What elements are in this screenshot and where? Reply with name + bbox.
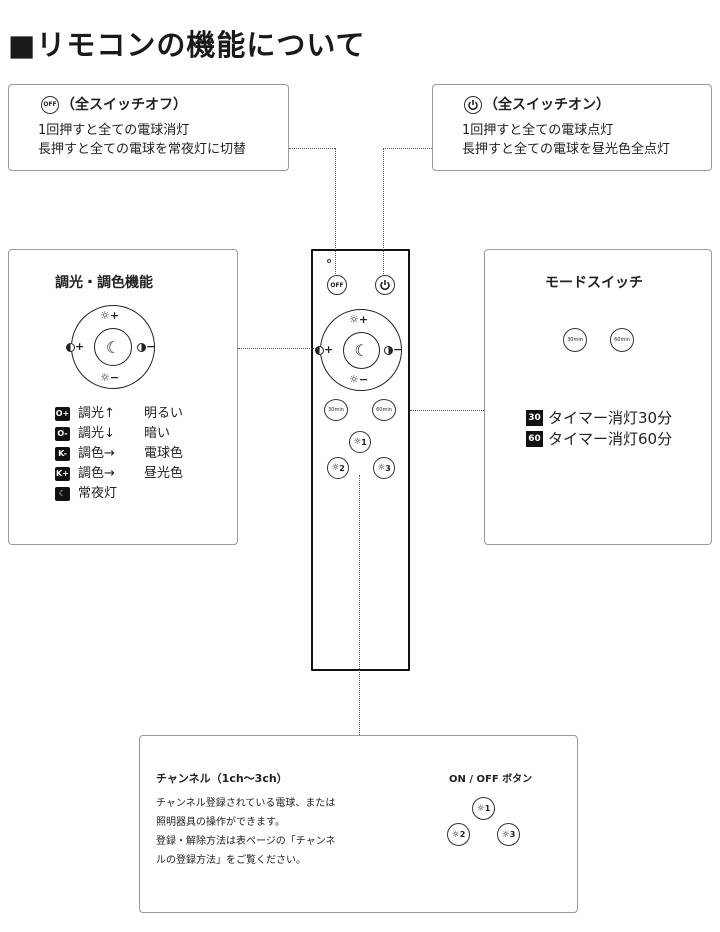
dimming-key-row: O+ 調光↑ 明るい (55, 404, 183, 424)
half-moon-right-icon (137, 342, 146, 352)
key-badge: O- (55, 427, 70, 441)
key-badge: K+ (55, 467, 70, 481)
channel-heading: チャンネル（1ch〜3ch） (156, 772, 288, 785)
key-result: 明るい (144, 406, 184, 421)
mode-30min-icon: 30min (563, 328, 587, 352)
remote-ch1-button[interactable]: ☼1 (349, 431, 371, 453)
connector-off-v (335, 148, 336, 276)
mode-label: タイマー消灯60分 (548, 430, 673, 448)
half-moon-right-icon (384, 345, 393, 355)
remote-dpad-down[interactable]: ☼− (349, 373, 369, 386)
off-icon: OFF (41, 96, 59, 114)
remote-dpad-left[interactable]: + (315, 344, 333, 356)
bulb-icon: ☼ (451, 829, 460, 840)
remote-30min-button[interactable]: 30min (324, 399, 348, 421)
channel-desc-4: ルの登録方法」をご覧ください。 (156, 855, 306, 866)
key-result: 昼光色 (144, 466, 184, 481)
key-badge: O+ (55, 407, 70, 421)
all-on-line1: 1回押すと全ての電球点灯 (462, 123, 614, 138)
indicator-led (327, 259, 331, 263)
bulb-icon: ☼ (476, 803, 485, 814)
dimming-key-list: O+ 調光↑ 明るい O- 調光↓ 暗い K- 調色→ 電球色 K+ 調色→ 昼光色 ☾ 常夜灯 (55, 404, 183, 504)
key-badge: K- (55, 447, 70, 461)
key-label: 調色→ (78, 446, 115, 461)
channel-desc-3: 登録・解除方法は表ページの「チャンネ (156, 836, 336, 847)
remote-control: OFF ☾ ☼+ ☼− + − 30min 60min ☼1 ☼2 ☼3 (311, 249, 410, 671)
all-off-line1: 1回押すと全ての電球消灯 (38, 123, 190, 138)
connector-mode (410, 410, 484, 411)
remote-off-button[interactable]: OFF (327, 275, 347, 295)
channel-ch1-icon: ☼1 (472, 797, 495, 820)
channel-box: チャンネル（1ch〜3ch） チャンネル登録されている電球、または 照明器具の操… (139, 735, 578, 913)
remote-moon-button[interactable]: ☾ (343, 332, 380, 369)
bulb-icon: ☼ (501, 829, 510, 840)
mode-row: 60 タイマー消灯60分 (526, 428, 672, 449)
key-label: 調光↓ (78, 426, 115, 441)
moon-icon: ☾ (94, 328, 132, 366)
all-off-heading: （全スイッチオフ） (61, 97, 187, 113)
key-badge: ☾ (55, 487, 70, 501)
dpad-bottom-label: ☼− (100, 371, 120, 384)
connector-on-v (383, 148, 384, 276)
all-off-box: OFF （全スイッチオフ） 1回押すと全ての電球消灯 長押すと全ての電球を常夜灯… (8, 84, 289, 171)
key-result: 電球色 (144, 446, 184, 461)
key-label: 常夜灯 (78, 486, 118, 501)
channel-desc-2: 照明器具の操作ができます。 (156, 817, 285, 828)
dimming-key-row: O- 調光↓ 暗い (55, 424, 183, 444)
connector-channel (359, 475, 360, 735)
dimming-key-row: K+ 調色→ 昼光色 (55, 464, 183, 484)
dimming-heading: 調光・調色機能 (55, 275, 153, 291)
remote-dpad[interactable]: ☾ ☼+ ☼− + − (315, 309, 402, 391)
all-off-line2: 長押すと全ての電球を常夜灯に切替 (38, 142, 247, 157)
remote-dpad-right[interactable]: − (384, 344, 402, 356)
page-title: ■リモコンの機能について (8, 28, 366, 62)
mode-label: タイマー消灯30分 (548, 409, 673, 427)
mode-row-list: 30 タイマー消灯30分 60 タイマー消灯60分 (526, 407, 672, 449)
mode-badge: 60 (526, 430, 543, 447)
key-result: 暗い (144, 426, 171, 441)
bulb-icon: ☼ (353, 437, 362, 447)
dimming-box: 調光・調色機能 ☾ ☼+ ☼− + − O+ 調光↑ 明るい O- 調光↓ 暗い K- 調色→… (8, 249, 238, 545)
bulb-icon: ☼ (377, 463, 386, 473)
connector-on (383, 148, 432, 149)
all-on-heading: （全スイッチオン） (484, 97, 610, 113)
mode-badge: 30 (526, 409, 543, 426)
power-icon (380, 280, 390, 291)
channel-ch2-icon: ☼2 (447, 823, 470, 846)
bulb-icon: ☼ (331, 463, 340, 473)
mode-switch-heading: モードスイッチ (545, 275, 643, 291)
dimming-dpad: ☾ ☼+ ☼− + − (66, 305, 156, 389)
channel-ch3-icon: ☼3 (497, 823, 520, 846)
remote-power-button[interactable] (375, 275, 395, 295)
dimming-key-row: K- 調色→ 電球色 (55, 444, 183, 464)
half-moon-left-icon (315, 345, 324, 355)
all-on-line2: 長押すと全ての電球を昼光色全点灯 (462, 142, 671, 157)
remote-ch3-button[interactable]: ☼3 (373, 457, 395, 479)
dimming-key-row: ☾ 常夜灯 (55, 484, 183, 504)
all-on-box: （全スイッチオン） 1回押すと全ての電球点灯 長押すと全ての電球を昼光色全点灯 (432, 84, 712, 171)
mode-row: 30 タイマー消灯30分 (526, 407, 672, 428)
key-label: 調色→ (78, 466, 115, 481)
power-icon (464, 96, 482, 114)
dpad-right-label: − (146, 340, 156, 353)
connector-dimming (238, 348, 320, 349)
mode-60min-icon: 60min (610, 328, 634, 352)
remote-dpad-up[interactable]: ☼+ (349, 313, 369, 326)
remote-60min-button[interactable]: 60min (372, 399, 396, 421)
dpad-left-label: + (75, 340, 85, 353)
key-label: 調光↑ (78, 406, 115, 421)
connector-off (289, 148, 335, 149)
half-moon-left-icon (66, 342, 75, 352)
onoff-heading: ON / OFF ボタン (449, 774, 533, 785)
remote-ch2-button[interactable]: ☼2 (327, 457, 349, 479)
channel-desc-1: チャンネル登録されている電球、または (156, 798, 336, 809)
mode-switch-box: モードスイッチ 30min 60min 30 タイマー消灯30分 60 タイマー消灯6… (484, 249, 712, 545)
dpad-top-label: ☼+ (100, 309, 120, 322)
